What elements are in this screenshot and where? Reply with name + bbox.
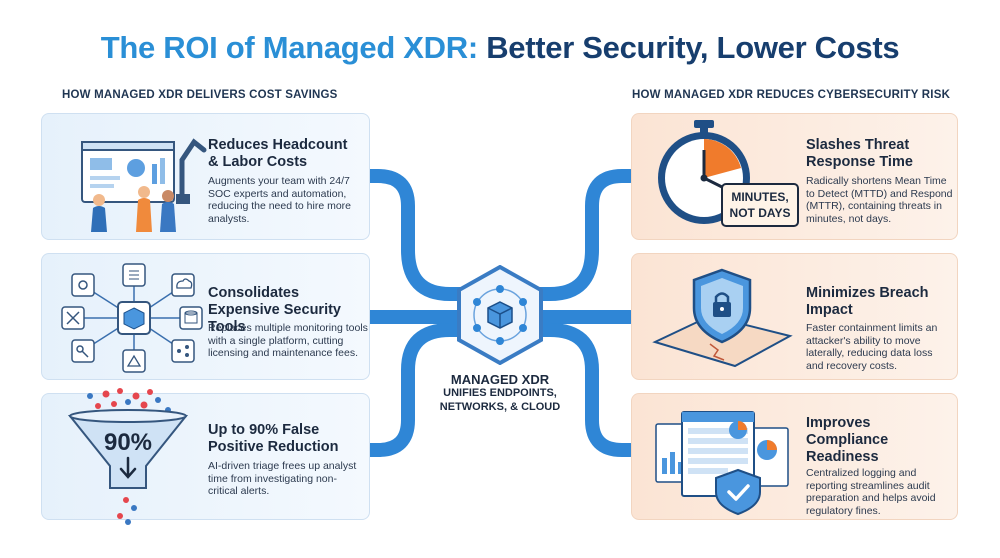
pipe-left-bottom xyxy=(363,323,469,457)
card-title: Minimizes Breach Impact xyxy=(806,285,929,318)
stopwatch-icon: MINUTES, NOT DAYS xyxy=(658,120,799,227)
svg-text:NOT DAYS: NOT DAYS xyxy=(730,206,791,220)
xdr-hub-icon xyxy=(457,265,543,365)
card-breach-impact: Minimizes Breach Impact Faster containme… xyxy=(631,253,958,380)
tool-consolidation-icon xyxy=(61,263,203,373)
right-section-heading: HOW MANAGED XDR REDUCES CYBERSECURITY RI… xyxy=(632,89,951,101)
title-accent: The ROI of Managed XDR: xyxy=(100,30,478,65)
page-title: The ROI of Managed XDR: Better Security,… xyxy=(0,30,1000,66)
card-title: Improves Compliance Readiness xyxy=(806,415,889,465)
card-desc: Faster containment limits an attacker's … xyxy=(806,322,938,372)
card-title: Reduces Headcount & Labor Costs xyxy=(208,137,348,170)
shield-lock-icon xyxy=(652,268,793,368)
team-collaboration-icon xyxy=(81,138,207,232)
card-desc: Radically shortens Mean Time to Detect (… xyxy=(806,175,953,225)
pipe-right-top xyxy=(531,169,637,301)
card-title: Consolidates Expensive Security Tools xyxy=(208,285,341,335)
filter-funnel-icon: 90% xyxy=(67,388,189,525)
card-desc: AI-driven triage frees up analyst time f… xyxy=(208,460,357,497)
card-desc: Augments your team with 24/7 SOC experts… xyxy=(208,175,352,225)
card-response-time: MINUTES, NOT DAYS Slashes Threat Respons… xyxy=(631,113,958,240)
title-main: Better Security, Lower Costs xyxy=(486,30,900,65)
card-desc: Centralized logging and reporting stream… xyxy=(806,467,936,517)
compliance-documents-icon xyxy=(655,411,789,516)
funnel-badge: 90% xyxy=(104,429,152,456)
card-title: Slashes Threat Response Time xyxy=(806,137,913,170)
pipe-left-top xyxy=(363,169,469,301)
svg-text:MINUTES,: MINUTES, xyxy=(731,190,788,204)
card-title: Up to 90% False Positive Reduction xyxy=(208,422,339,455)
center-subtitle: UNIFIES ENDPOINTS, NETWORKS, & CLOUD xyxy=(439,387,561,413)
card-desc: Replaces multiple monitoring tools with … xyxy=(208,322,368,359)
card-consolidate-tools: Consolidates Expensive Security Tools Re… xyxy=(41,253,370,380)
center-title: MANAGED XDR xyxy=(450,372,550,387)
card-false-positive: 90% Up to 90% False Positive Reduction A… xyxy=(41,388,370,525)
left-section-heading: HOW MANAGED XDR DELIVERS COST SAVINGS xyxy=(62,89,338,101)
card-reduce-headcount: Reduces Headcount & Labor Costs Augments… xyxy=(41,113,370,240)
pipe-right-bottom xyxy=(531,323,637,457)
card-compliance: Improves Compliance Readiness Centralize… xyxy=(631,393,958,520)
